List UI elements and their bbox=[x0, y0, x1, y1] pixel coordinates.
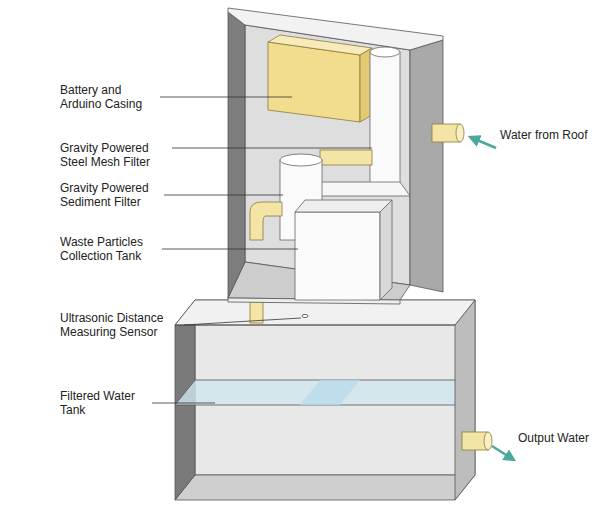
leader-lines bbox=[152, 97, 372, 403]
elbow-pipe bbox=[250, 202, 282, 240]
output-pipe bbox=[462, 432, 514, 460]
part-label: Gravity Powered Sediment Filter bbox=[60, 181, 160, 209]
part-label: Filtered Water Tank bbox=[60, 389, 148, 417]
part-label: Output Water bbox=[518, 431, 594, 445]
part-label: Waste Particles Collection Tank bbox=[60, 235, 160, 263]
connector-pipe bbox=[320, 150, 372, 165]
steel-mesh-filter bbox=[312, 47, 410, 196]
battery-casing bbox=[268, 35, 372, 122]
part-label: Gravity Powered Steel Mesh Filter bbox=[60, 141, 168, 169]
inlet-pipe bbox=[432, 124, 496, 148]
part-label: Battery and Arduino Casing bbox=[60, 83, 156, 111]
upper-housing bbox=[228, 8, 443, 304]
waste-tank bbox=[295, 200, 392, 300]
water-tank bbox=[175, 300, 475, 500]
part-label: Ultrasonic Distance Measuring Sensor bbox=[60, 311, 180, 339]
part-label: Water from Roof bbox=[500, 128, 593, 142]
